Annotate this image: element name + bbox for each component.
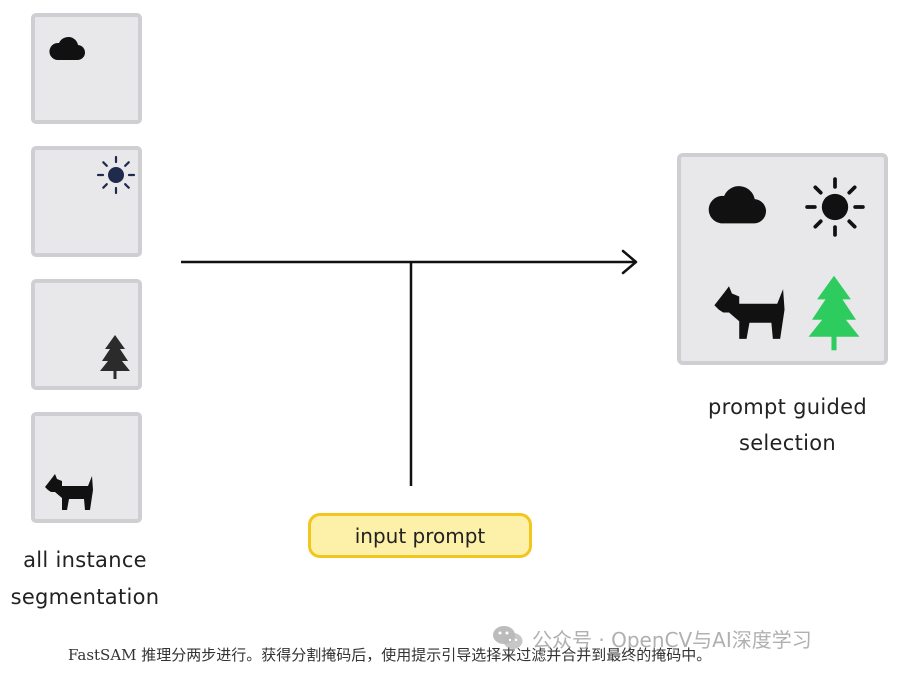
cloud-icon bbox=[49, 36, 85, 61]
main-arrow-head bbox=[621, 249, 638, 275]
tree-icon bbox=[808, 275, 860, 351]
left-label-line1: all instance bbox=[23, 548, 147, 572]
left-label-line2: segmentation bbox=[10, 585, 160, 609]
input-prompt-label: input prompt bbox=[354, 523, 486, 548]
segment-tile-cloud bbox=[31, 13, 142, 124]
sun-icon bbox=[805, 177, 865, 237]
sun-icon bbox=[96, 155, 136, 195]
segment-tile-sun bbox=[31, 146, 142, 257]
segment-tile-dog bbox=[31, 412, 142, 523]
segment-tile-tree bbox=[31, 279, 142, 390]
dog-icon bbox=[714, 286, 785, 339]
cloud-icon bbox=[708, 186, 766, 224]
dog-icon bbox=[45, 474, 93, 510]
right-label-line1: prompt guided bbox=[707, 395, 867, 419]
right-label-line2: selection bbox=[738, 431, 837, 455]
figure-caption: FastSAM 推理分两步进行。获得分割掩码后，使用提示引导选择来过滤并合并到最… bbox=[68, 646, 712, 664]
watermark: 公众号 · OpenCV与AI深度学习 bbox=[492, 622, 892, 654]
watermark-text: 公众号 · OpenCV与AI深度学习 bbox=[532, 627, 812, 652]
selection-result-tile bbox=[677, 153, 888, 365]
tree-icon bbox=[100, 335, 130, 379]
input-prompt-box: input prompt bbox=[308, 513, 532, 558]
wechat-icon bbox=[493, 626, 523, 649]
